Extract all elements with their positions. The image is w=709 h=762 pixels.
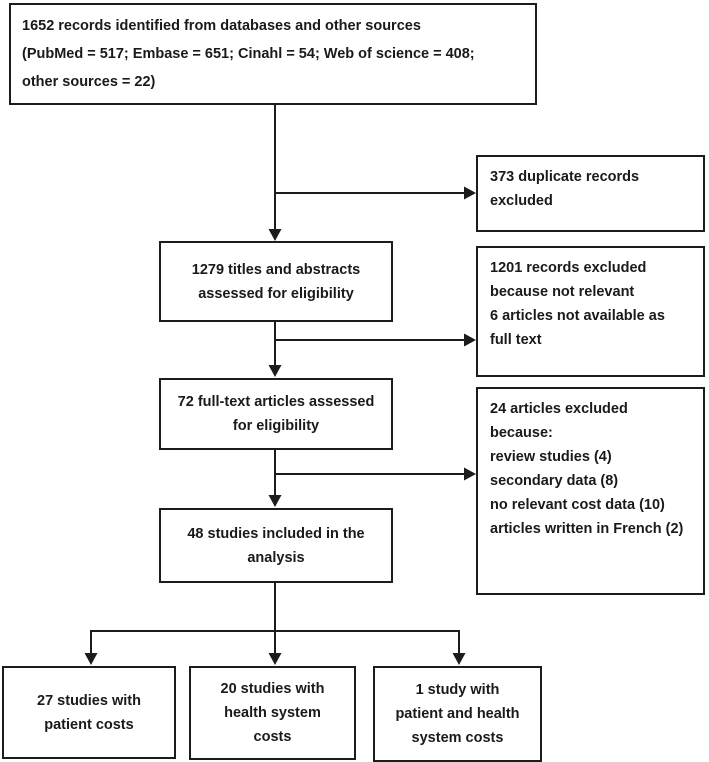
- arrowhead-health: [268, 653, 282, 665]
- arrowhead-artexcluded: [464, 467, 476, 481]
- arrowhead-fulltext: [268, 365, 282, 377]
- arrowhead-patient: [84, 653, 98, 665]
- fulltext-assessed-text: 72 full-text articles assessed for eligi…: [177, 394, 375, 434]
- health-system-costs-box: 20 studies with health system costs: [189, 666, 356, 760]
- fulltext-assessed-box: 72 full-text articles assessed for eligi…: [159, 378, 393, 450]
- arrowhead-titles: [268, 229, 282, 241]
- titles-abstracts-screened-text: 1279 titles and abstracts assessed for e…: [191, 261, 361, 302]
- arrowhead-both: [452, 653, 466, 665]
- patient-costs-box: 27 studies with patient costs: [2, 666, 176, 759]
- studies-included-text: 48 studies included in the analysis: [187, 525, 365, 566]
- studies-included-box: 48 studies included in the analysis: [159, 508, 393, 583]
- arrowhead-duplicates: [464, 186, 476, 200]
- health-system-costs-text: 20 studies with health system costs: [220, 681, 325, 745]
- arrowhead-recexcluded: [464, 333, 476, 347]
- patient-and-health-costs-text: 1 study with patient and health system c…: [395, 682, 520, 746]
- arrowhead-included: [268, 495, 282, 507]
- articles-excluded-box: 24 articles excluded because: review stu…: [476, 387, 705, 595]
- titles-abstracts-screened-box: 1279 titles and abstracts assessed for e…: [159, 241, 393, 322]
- duplicates-excluded-box: 373 duplicate records excluded: [476, 155, 705, 232]
- records-identified-box: 1652 records identified from databases a…: [9, 3, 537, 105]
- records-excluded-box: 1201 records excluded because not releva…: [476, 246, 705, 377]
- patient-and-health-costs-box: 1 study with patient and health system c…: [373, 666, 542, 762]
- patient-costs-text: 27 studies with patient costs: [37, 692, 141, 733]
